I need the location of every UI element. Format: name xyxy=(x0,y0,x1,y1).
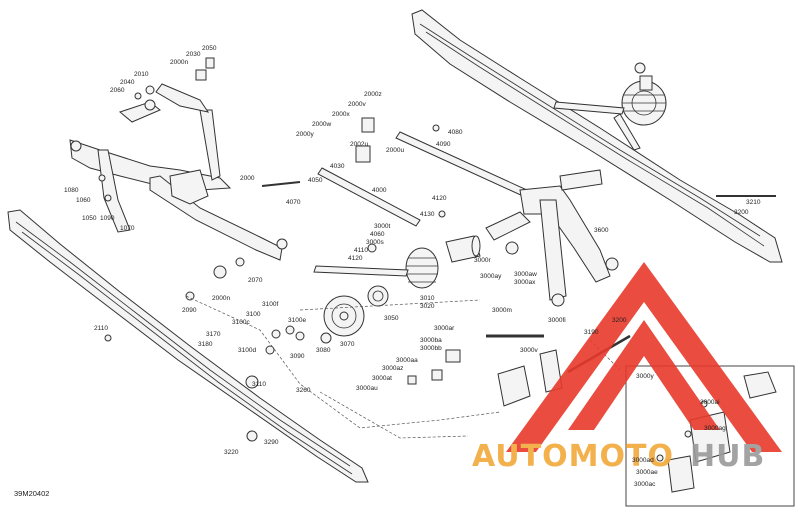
callout-1060: 1060 xyxy=(76,197,91,204)
callout-3000az: 3000az xyxy=(382,365,403,372)
callout-1070: 1070 xyxy=(120,225,135,232)
callout-4050: 4050 xyxy=(308,177,323,184)
callout-3200-mid: 3200 xyxy=(612,317,627,324)
callout-3290: 3290 xyxy=(264,439,279,446)
callout-4120-lower: 4120 xyxy=(348,255,363,262)
callout-3080: 3080 xyxy=(316,347,331,354)
callout-4000: 4000 xyxy=(372,187,387,194)
callout-3070: 3070 xyxy=(340,341,355,348)
rail-bracket xyxy=(497,349,563,407)
callout-3000aa: 3000aa xyxy=(396,357,418,364)
callout-3000y: 3000y xyxy=(636,373,654,380)
torsion-spring xyxy=(313,247,439,289)
callout-3220: 3220 xyxy=(224,449,239,456)
spacer-bushing xyxy=(445,235,481,263)
callout-3000ac: 3000ac xyxy=(634,481,656,488)
callout-3000ar: 3000ar xyxy=(434,325,455,332)
callout-4110: 4110 xyxy=(354,247,368,254)
front-arm-2000 xyxy=(69,83,288,261)
callout-2000u: 2000u xyxy=(386,147,404,154)
callout-3050: 3050 xyxy=(384,315,399,322)
callout-3000ae: 3000ae xyxy=(636,469,658,476)
callout-3600: 3600 xyxy=(594,227,609,234)
watermark-logo-triangle xyxy=(506,262,782,452)
watermark-text-automoto: AUTOMOTO xyxy=(472,439,674,474)
callout-2030: 2030 xyxy=(186,51,201,58)
callout-2050: 2050 xyxy=(202,45,217,52)
callout-1050: 1050 xyxy=(82,215,97,222)
callout-3000bb: 3000bb xyxy=(420,345,442,352)
hardware-bits xyxy=(98,57,519,442)
callout-3180: 3180 xyxy=(198,341,213,348)
callout-3010: 3010 xyxy=(420,295,435,302)
callout-4080: 4080 xyxy=(448,129,463,136)
callout-3100c: 3100c xyxy=(232,319,250,326)
callout-2060: 2060 xyxy=(110,87,125,94)
callout-2070: 2070 xyxy=(248,277,263,284)
callout-labels: 2050 2030 2000n 2010 2040 2060 2000z 200… xyxy=(64,45,761,488)
callout-2010: 2010 xyxy=(134,71,149,78)
callout-2000w: 2000w xyxy=(312,121,331,128)
callout-3000aw: 3000aw xyxy=(514,271,537,278)
callout-2000n-lower: 2000n xyxy=(212,295,230,302)
callout-3020: 3020 xyxy=(420,303,435,310)
shock-absorber xyxy=(553,62,667,151)
callout-3110: 3110 xyxy=(252,381,266,388)
callout-2000v: 2000v xyxy=(348,101,366,108)
callout-3000ba: 3000ba xyxy=(420,337,442,344)
callout-3000at: 3000at xyxy=(372,375,392,382)
callout-2000z: 2000z xyxy=(364,91,382,98)
callout-3100e: 3100e xyxy=(288,317,306,324)
callout-3000ag: 3000ag xyxy=(704,425,726,432)
callout-1080: 1080 xyxy=(64,187,79,194)
callout-3100f: 3100f xyxy=(262,301,278,308)
callout-3000ay: 3000ay xyxy=(480,273,502,280)
callout-3200: 3200 xyxy=(734,209,749,216)
callout-1090: 1090 xyxy=(100,215,115,222)
callout-3000au: 3000au xyxy=(356,385,378,392)
callout-3000ad: 3000ad xyxy=(632,457,654,464)
callout-2000: 2000 xyxy=(240,175,255,182)
callout-3000s: 3000s xyxy=(366,239,384,246)
callout-3260: 3260 xyxy=(296,387,311,394)
callout-3210: 3210 xyxy=(746,199,761,206)
callout-4120: 4120 xyxy=(432,195,447,202)
callout-3090: 3090 xyxy=(290,353,305,360)
watermark-logo-inner xyxy=(568,320,720,430)
callout-4130: 4130 xyxy=(420,211,435,218)
right-slide-rail xyxy=(411,9,783,263)
callout-3000m: 3000m xyxy=(492,307,512,314)
callout-4030: 4030 xyxy=(330,163,345,170)
diagram-code: 39M20402 xyxy=(14,489,49,498)
callout-4070: 4070 xyxy=(286,199,301,206)
watermark-text-hub: HUB xyxy=(690,439,765,474)
callout-3000fi: 3000fi xyxy=(548,317,566,324)
callout-2000n: 2000n xyxy=(170,59,188,66)
callout-3000r: 3000r xyxy=(474,257,491,264)
callout-3000v: 3000v xyxy=(520,347,538,354)
callout-2002u: 2002u xyxy=(350,141,368,148)
callout-2090: 2090 xyxy=(182,307,197,314)
callout-2000y: 2000y xyxy=(296,131,314,138)
callout-2110: 2110 xyxy=(94,325,108,332)
callout-4060: 4060 xyxy=(370,231,385,238)
callout-3000t: 3000t xyxy=(374,223,390,230)
callout-3100d: 3100d xyxy=(238,347,256,354)
callout-3000ax: 3000ax xyxy=(514,279,536,286)
callout-3190: 3190 xyxy=(584,329,599,336)
callout-3000ai: 3000ai xyxy=(700,399,720,406)
callout-2000x: 2000x xyxy=(332,111,350,118)
callout-3100: 3100 xyxy=(246,311,261,318)
left-slide-rail xyxy=(7,209,369,483)
rear-arm-3600 xyxy=(485,169,619,307)
callout-2040: 2040 xyxy=(120,79,135,86)
idler-wheel-3070 xyxy=(323,295,365,337)
automotohub-watermark: AUTOMOTO HUB xyxy=(472,262,782,474)
idler-wheel-3050 xyxy=(367,285,389,307)
callout-4090: 4090 xyxy=(436,141,451,148)
callout-3170: 3170 xyxy=(206,331,221,338)
